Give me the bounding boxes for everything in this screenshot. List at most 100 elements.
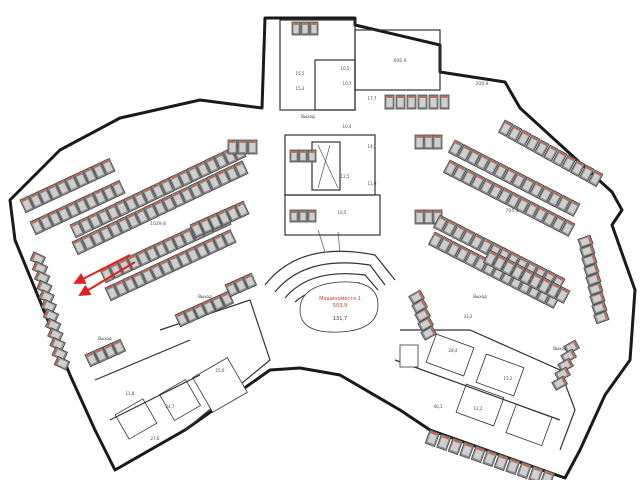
parking-spot-number-mark bbox=[440, 216, 446, 221]
parking-spot-number-mark bbox=[553, 283, 559, 288]
parking-spot bbox=[298, 149, 308, 163]
parking-spot-number-mark bbox=[99, 209, 105, 214]
hall-area-label: 209,9 bbox=[476, 81, 489, 87]
parking-spot-number-mark bbox=[85, 168, 91, 172]
parking-spot-mark bbox=[572, 163, 583, 175]
parking-spot-number-mark bbox=[526, 270, 532, 274]
parking-spot bbox=[233, 160, 249, 178]
parking-spot bbox=[176, 250, 192, 268]
parking-spot-mark bbox=[229, 143, 236, 152]
parking-spot-number-mark bbox=[101, 226, 107, 231]
parking-spot bbox=[554, 286, 571, 304]
parking-spot-number-mark bbox=[46, 320, 51, 326]
center-sub-label: 503,9 bbox=[333, 303, 347, 309]
parking-spot-number-mark bbox=[417, 135, 422, 138]
parking-spot-mark bbox=[50, 213, 60, 224]
parking-spot-number-mark bbox=[164, 196, 170, 201]
parking-spot-mark bbox=[527, 138, 538, 150]
parking-spot-number-mark bbox=[500, 164, 506, 169]
parking-spot-mark bbox=[562, 223, 573, 234]
room-area-label: 12,2 bbox=[474, 406, 483, 411]
parking-spot-number-mark bbox=[146, 205, 152, 209]
parking-spot-mark bbox=[535, 209, 546, 221]
parking-spot bbox=[470, 445, 486, 464]
parking-spot-number-mark bbox=[426, 135, 431, 138]
parking-spot-number-mark bbox=[58, 180, 64, 185]
parking-spot bbox=[423, 209, 434, 225]
room-area-label: 10,5 bbox=[341, 66, 350, 71]
parking-spot bbox=[459, 441, 475, 460]
parking-spot-mark bbox=[209, 177, 219, 188]
parking-spot bbox=[185, 245, 201, 264]
parking-spot-number-mark bbox=[195, 304, 201, 309]
parking-spot bbox=[206, 173, 222, 191]
parking-spot bbox=[516, 461, 532, 480]
parking-spot-number-mark bbox=[471, 252, 477, 256]
parking-spot-number-mark bbox=[567, 221, 573, 226]
parking-spot-mark bbox=[227, 284, 237, 295]
parking-spot bbox=[46, 183, 62, 201]
parking-spot-number-mark bbox=[563, 196, 569, 201]
parking-spot-mark bbox=[536, 143, 547, 155]
parking-spot bbox=[445, 240, 462, 259]
parking-spot-mark bbox=[114, 342, 124, 353]
parking-spot bbox=[450, 223, 467, 242]
room-area-label: 12,5 bbox=[341, 174, 350, 179]
parking-spot-number-mark bbox=[50, 211, 56, 215]
parking-spot-mark bbox=[530, 469, 541, 480]
parking-spot-mark bbox=[180, 172, 190, 184]
parking-spot bbox=[168, 173, 184, 191]
parking-spot-mark bbox=[438, 437, 449, 449]
parking-spot bbox=[579, 243, 596, 258]
parking-spot-number-mark bbox=[453, 242, 459, 247]
parking-spot-number-mark bbox=[210, 214, 216, 219]
parking-spot bbox=[289, 149, 299, 163]
parking-spot-mark bbox=[164, 198, 174, 210]
parking-spot-mark bbox=[147, 248, 157, 260]
parking-spot-mark bbox=[485, 253, 496, 265]
parking-spot-mark bbox=[239, 143, 246, 152]
parking-spot-number-mark bbox=[473, 150, 479, 155]
parking-spot-mark bbox=[58, 182, 68, 194]
parking-spot bbox=[100, 157, 116, 176]
parking-spot bbox=[581, 253, 598, 268]
parking-spot-mark bbox=[40, 191, 50, 202]
parking-spot-mark bbox=[99, 211, 109, 223]
parking-spot-number-mark bbox=[564, 369, 569, 375]
parking-spot-mark bbox=[557, 290, 568, 301]
parking-spot bbox=[224, 280, 240, 298]
parking-spot-mark bbox=[95, 192, 105, 203]
parking-spot bbox=[177, 169, 193, 187]
parking-spot-mark bbox=[192, 224, 202, 236]
parking-spot-mark bbox=[155, 202, 165, 214]
parking-spot-mark bbox=[72, 224, 82, 236]
parking-spot-number-mark bbox=[44, 310, 49, 317]
parking-spot-number-mark bbox=[431, 431, 438, 435]
parking-spot-mark bbox=[67, 178, 77, 190]
parking-spot-number-mark bbox=[558, 216, 564, 221]
parking-spot bbox=[96, 207, 112, 226]
parking-spot-mark bbox=[545, 148, 556, 160]
parking-spot bbox=[532, 205, 549, 224]
parking-spot bbox=[38, 213, 54, 232]
parking-spot bbox=[150, 181, 166, 200]
hall-area-label: 606,9 bbox=[394, 58, 407, 64]
parking-spot-number-mark bbox=[550, 146, 556, 151]
parking-spot-number-mark bbox=[31, 193, 37, 198]
parking-spot-mark bbox=[207, 160, 217, 171]
parking-spot-number-mark bbox=[49, 185, 55, 189]
parking-spot-number-mark bbox=[174, 234, 180, 238]
parking-spot-number-mark bbox=[504, 189, 510, 194]
parking-spot-number-mark bbox=[162, 179, 168, 184]
parking-spot bbox=[289, 209, 299, 223]
parking-spot-number-mark bbox=[200, 179, 206, 184]
parking-spot-number-mark bbox=[600, 294, 604, 300]
parking-spot bbox=[587, 169, 604, 188]
parking-spot-number-mark bbox=[431, 95, 436, 98]
parking-spot bbox=[482, 449, 498, 468]
parking-spot-mark bbox=[183, 231, 193, 243]
parking-spot bbox=[179, 186, 195, 204]
parking-spot-number-mark bbox=[137, 209, 143, 214]
parking-spot-mark bbox=[302, 25, 308, 33]
parking-spot-number-mark bbox=[35, 272, 40, 279]
